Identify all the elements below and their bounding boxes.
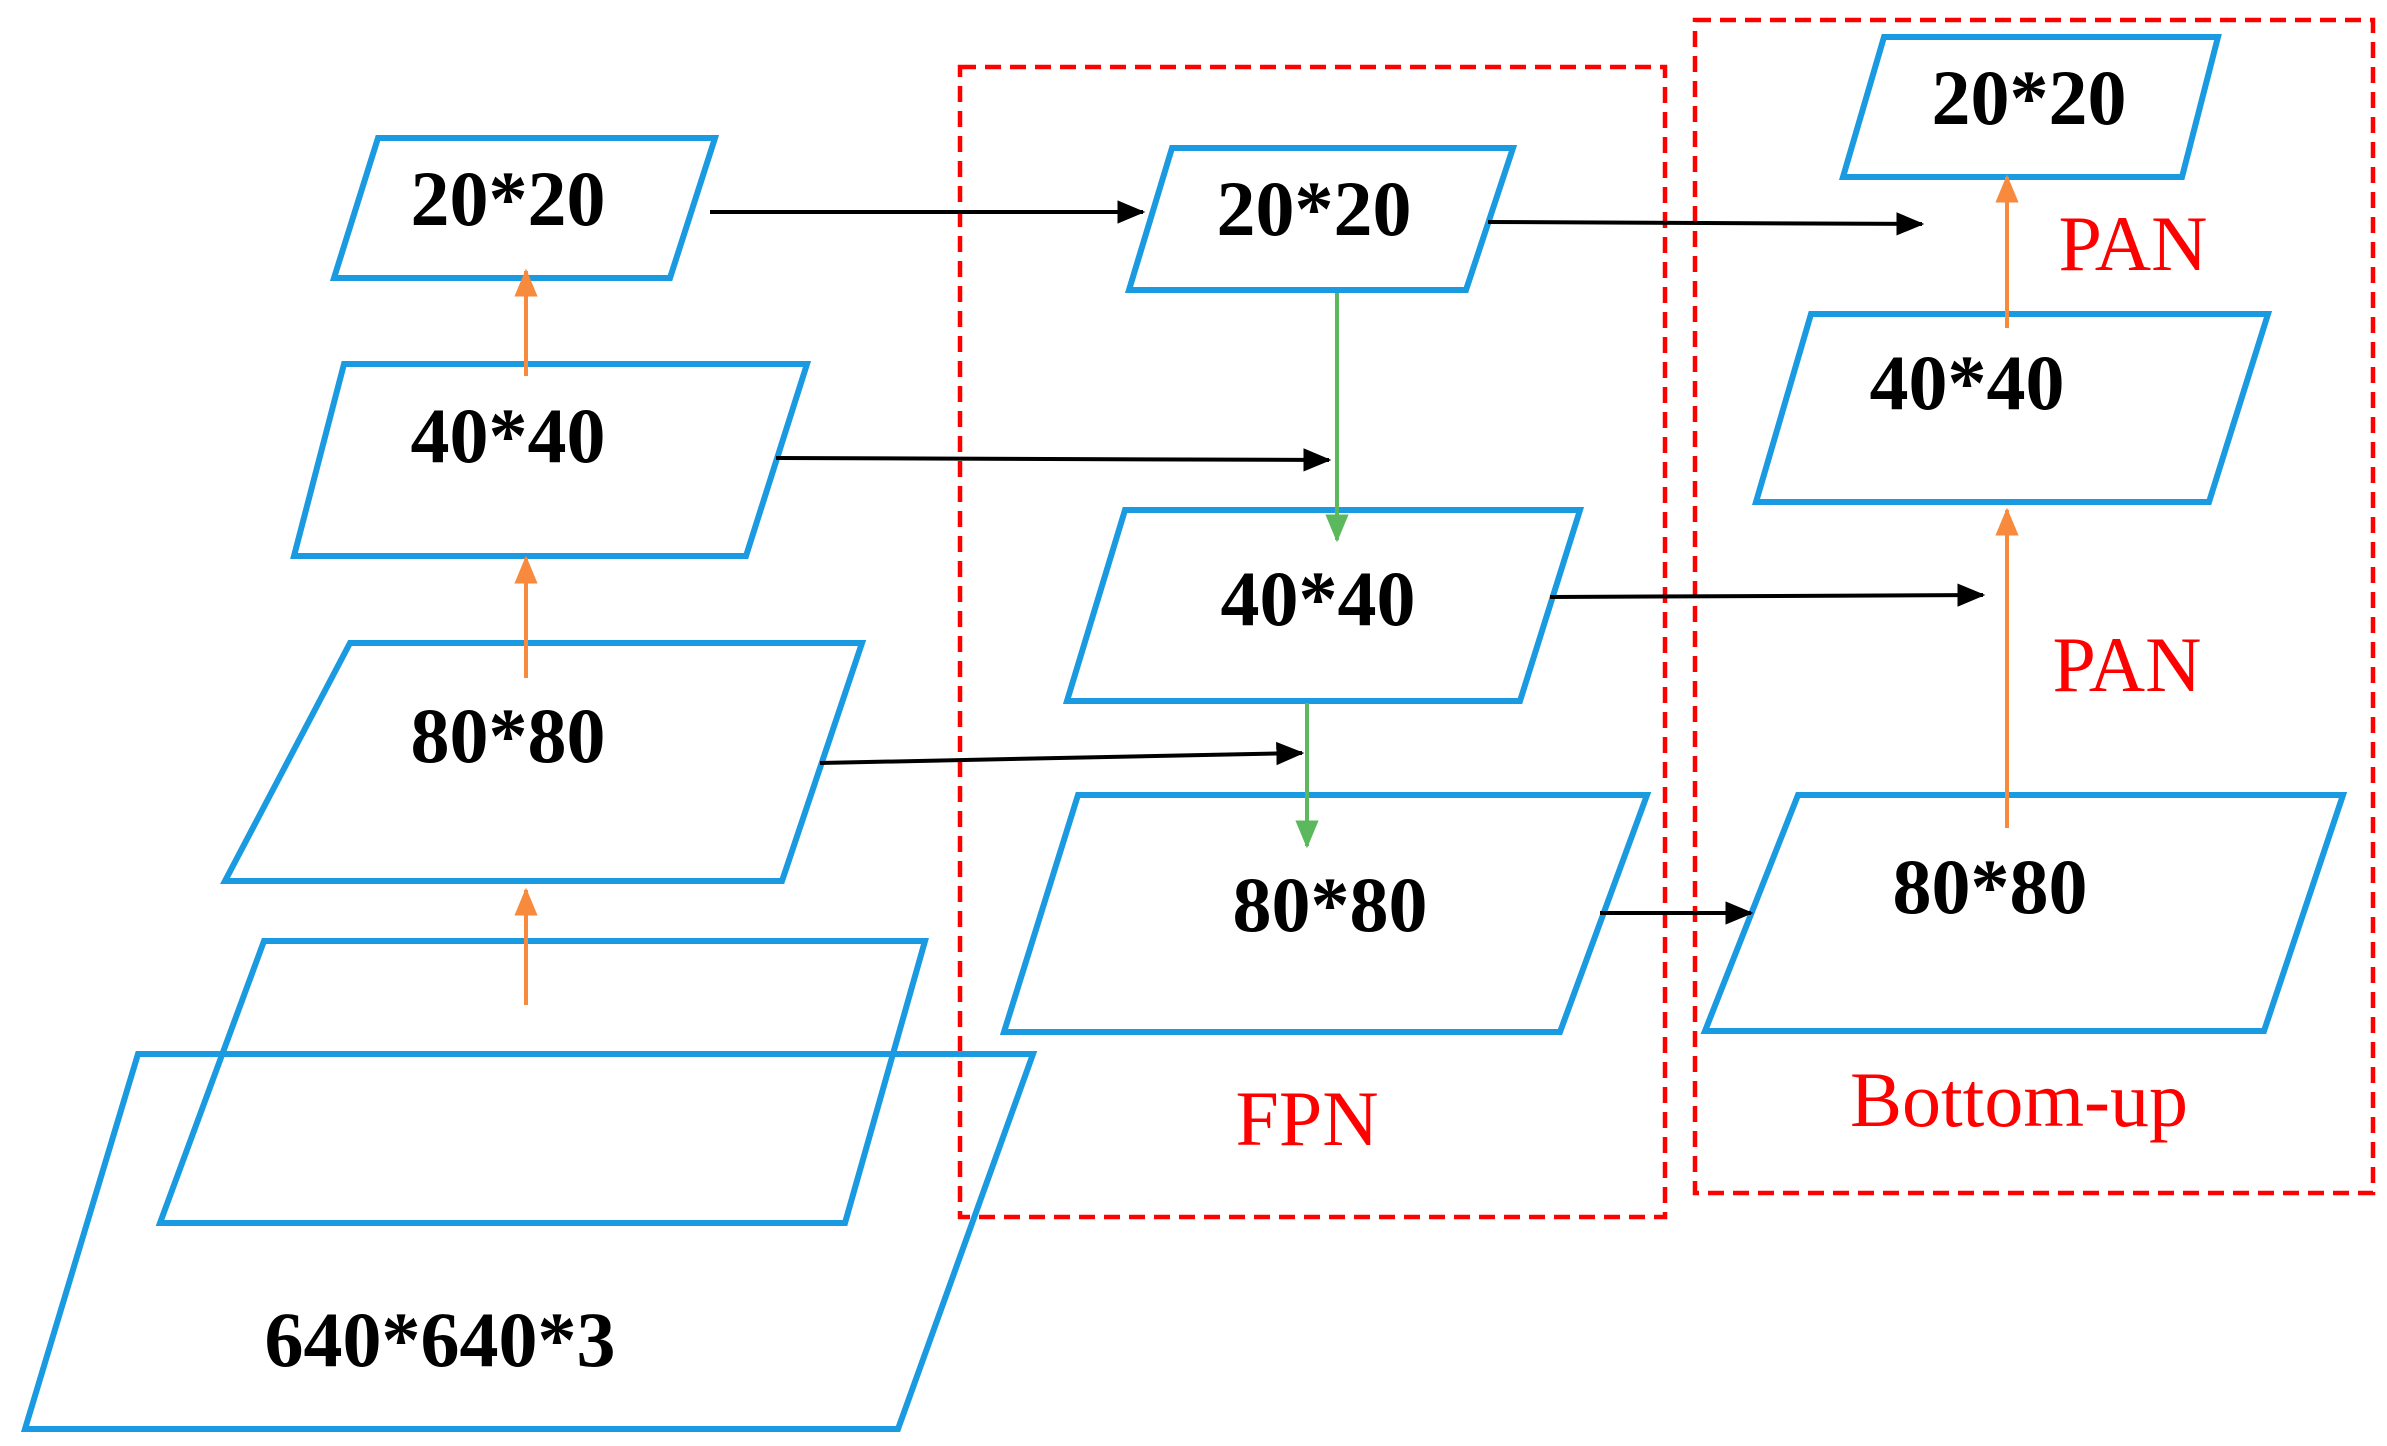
lateral-arrow-p4-to-pan xyxy=(1549,583,1986,607)
backbone-20x20-box xyxy=(329,135,720,281)
input-layer-front xyxy=(20,1051,1038,1432)
pan-40x40-box xyxy=(1751,311,2273,505)
backbone-80x80-label: 80*80 xyxy=(411,692,606,779)
pan-80x80-label: 80*80 xyxy=(1893,843,2088,930)
backbone-40x40-box xyxy=(290,361,812,559)
lateral-arrow-c4-to-fpn xyxy=(775,448,1332,472)
backbone-20x20-label: 20*20 xyxy=(411,155,606,242)
fpn-40x40-box xyxy=(1062,507,1585,704)
fpn-20x20-box xyxy=(1124,145,1518,293)
pan-upper-label: PAN xyxy=(2059,200,2208,287)
fpn-80x80-label: 80*80 xyxy=(1233,861,1428,948)
pan-80x80-box xyxy=(1700,792,2348,1034)
fpn-80x80-box xyxy=(999,792,1652,1035)
pan-20x20-box xyxy=(1838,34,2222,180)
fpn-region-label: FPN xyxy=(1235,1075,1378,1162)
lateral-arrow-p5-to-n5 xyxy=(1487,212,1925,236)
bottom-up-region-label: Bottom-up xyxy=(1850,1056,2188,1143)
pan-20x20-label: 20*20 xyxy=(1932,54,2127,141)
input-layer-back xyxy=(155,938,929,1226)
backbone-40x40-label: 40*40 xyxy=(411,392,606,479)
lateral-arrow-c3-to-fpn xyxy=(819,741,1305,766)
fpn-40x40-label: 40*40 xyxy=(1221,555,1416,642)
backbone-80x80-box xyxy=(220,640,867,884)
pan-lower-label: PAN xyxy=(2053,621,2202,708)
input-label: 640*640*3 xyxy=(265,1296,616,1383)
bottom-up-region xyxy=(1692,17,2376,1196)
fpn-20x20-label: 20*20 xyxy=(1217,165,1412,252)
pan-40x40-label: 40*40 xyxy=(1870,339,2065,426)
fpn-region xyxy=(957,64,1668,1220)
